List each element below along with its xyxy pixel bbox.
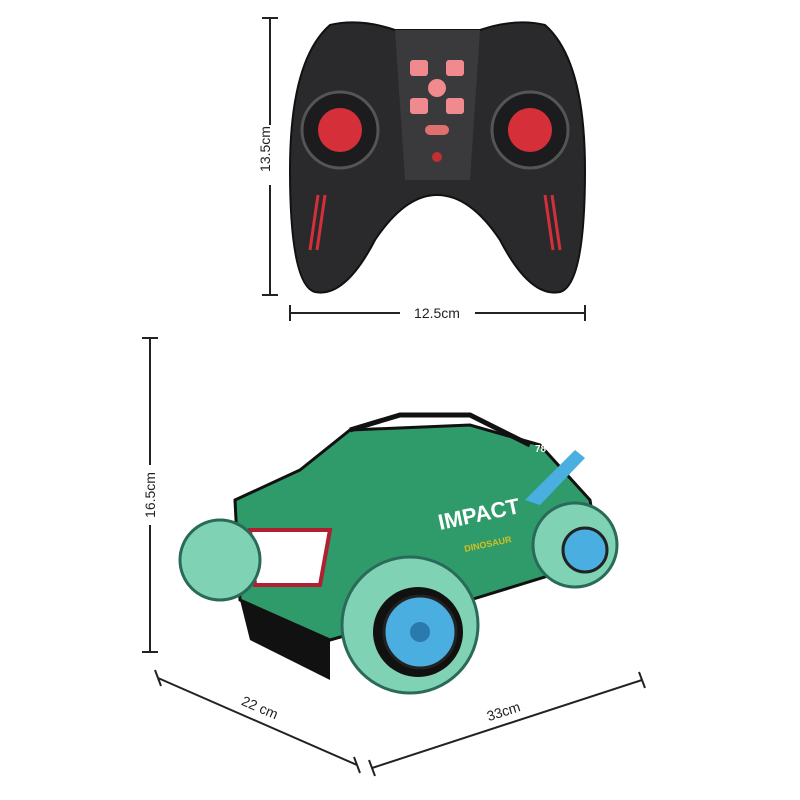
svg-text:78: 78 (535, 444, 547, 455)
controller-height-label: 13.5cm (257, 126, 273, 172)
wheel-front-right (340, 555, 480, 695)
rc-stunt-car: IMPACT DINOSAUR 78 (178, 412, 619, 695)
remote-controller (288, 21, 587, 294)
wheel-rear-right (531, 501, 619, 589)
car-height-label: 16.5cm (142, 472, 158, 518)
wheel-front-left (178, 518, 262, 602)
controller-width-label: 12.5cm (414, 305, 460, 321)
car-width-label: 22 cm (239, 693, 280, 723)
